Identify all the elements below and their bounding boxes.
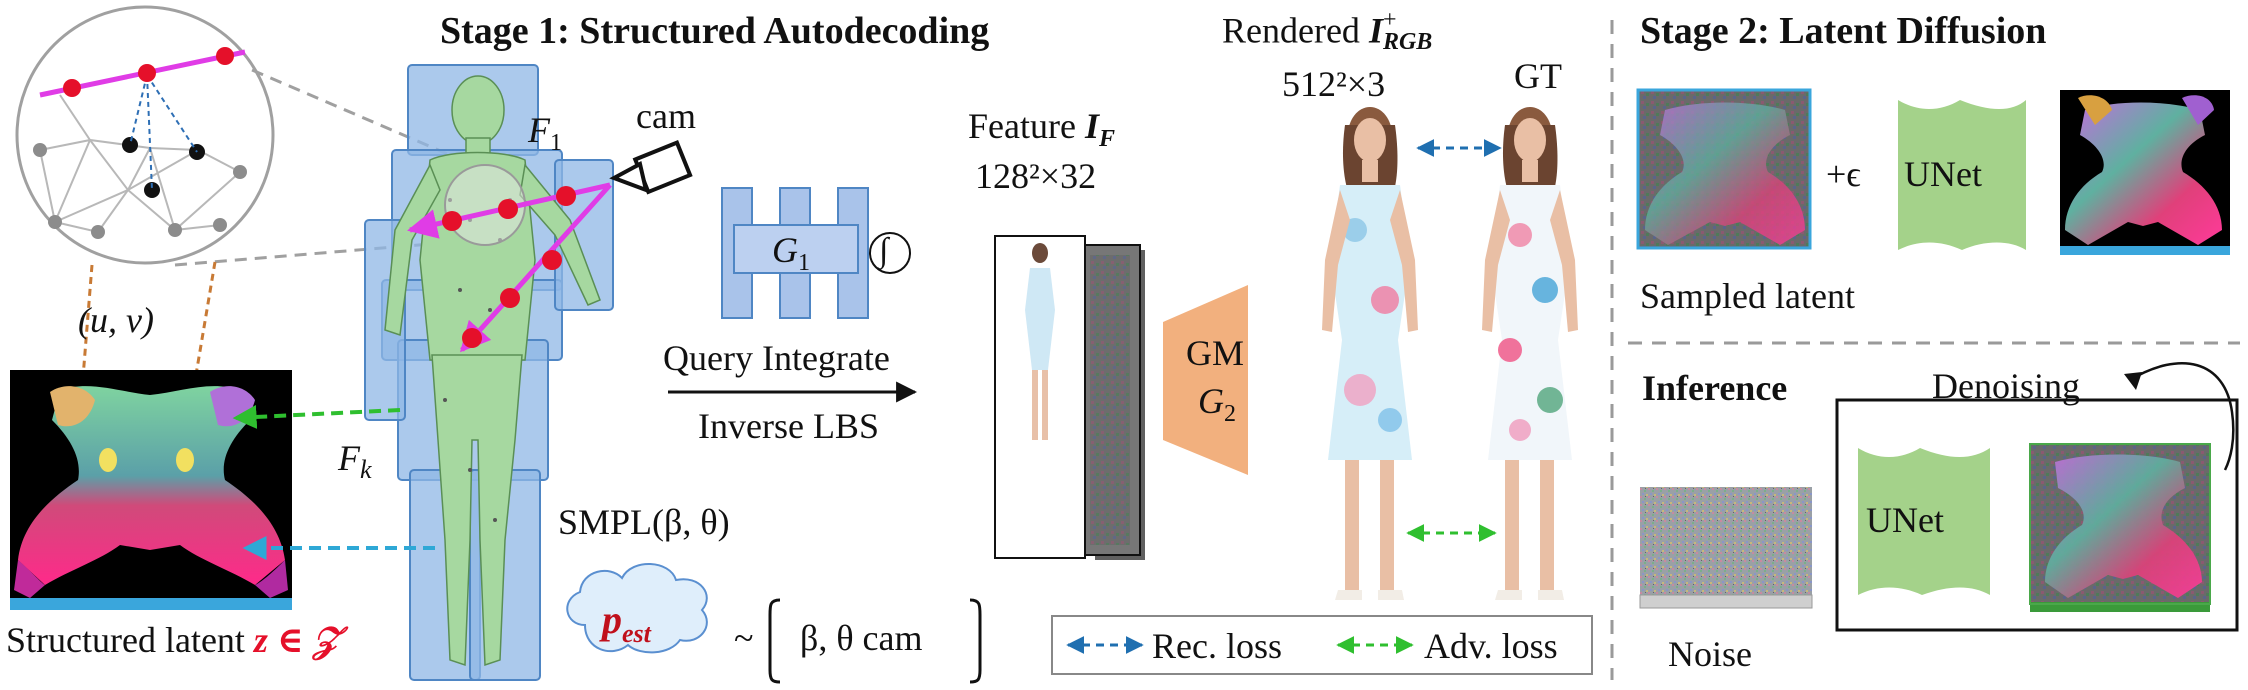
clean-latent <box>2060 90 2230 255</box>
g2-label: G2 <box>1198 381 1236 428</box>
gt-person <box>1482 107 1578 600</box>
gm-label: GM <box>1186 333 1245 373</box>
denoising-label: Denoising <box>1932 366 2080 406</box>
noisy-latent <box>1636 88 1812 250</box>
rec-loss-label: Rec. loss <box>1152 626 1282 666</box>
smpl-label: SMPL(β, θ) <box>558 502 730 542</box>
sampled-latent-label: Sampled latent <box>1640 276 1855 316</box>
rendered-label: Rendered I+RGB <box>1222 7 1433 55</box>
g1-label: G1 <box>772 230 810 277</box>
feature-label: Feature IF <box>968 106 1115 153</box>
query-integrate-label: Query Integrate <box>663 338 890 378</box>
denoised-latent <box>2029 443 2211 612</box>
plus-epsilon: +ϵ <box>1826 154 1861 194</box>
structured-latent-label: Structured latent z ∈ 𝒵 <box>6 620 340 660</box>
denoising-loop-arrow <box>2129 362 2235 471</box>
unet-top-label: UNet <box>1904 154 1982 194</box>
g1-network <box>721 187 911 319</box>
rendered-person <box>1322 107 1418 600</box>
inference-label: Inference <box>1642 368 1788 408</box>
tilde-label: ~ <box>734 618 754 658</box>
cam-label: cam <box>636 96 696 136</box>
integral-symbol: ∫ <box>879 232 889 269</box>
gm-g2-block <box>1163 285 1248 475</box>
pest-cloud <box>566 563 708 654</box>
stage2-title: Stage 2: Latent Diffusion <box>1640 10 2047 52</box>
smpl-body <box>364 64 614 681</box>
rendered-dims: 512²×3 <box>1282 64 1386 104</box>
f1-label: F1 <box>528 110 562 157</box>
structured-latent-map <box>10 370 292 610</box>
noise-block <box>1639 487 1813 609</box>
feature-image-stack <box>994 235 1145 560</box>
zoom-guide-bottom <box>174 238 481 267</box>
unet-top-block <box>1898 100 2026 250</box>
fk-label: Fk <box>338 438 372 485</box>
adv-loss-label: Adv. loss <box>1424 626 1558 666</box>
pest-params: β, θ cam <box>800 618 923 658</box>
unet-bottom-label: UNet <box>1866 500 1944 540</box>
stage1-title: Stage 1: Structured Autodecoding <box>440 10 990 52</box>
bracket-left <box>768 598 781 684</box>
noise-label: Noise <box>1668 634 1752 674</box>
unet-bottom-block <box>1858 448 1990 595</box>
uv-label: (u, v) <box>78 300 154 340</box>
inverse-lbs-label: Inverse LBS <box>698 406 879 446</box>
feature-dims: 128²×32 <box>975 156 1097 196</box>
feature-arrow-green <box>232 404 401 429</box>
pest-label: pest <box>602 597 651 648</box>
camera-ray-2 <box>459 183 612 353</box>
camera-icon <box>609 140 693 195</box>
ray-sample-points <box>442 186 576 348</box>
bracket-right <box>969 598 982 684</box>
zoom-circle <box>15 5 275 265</box>
gt-label: GT <box>1514 56 1562 96</box>
